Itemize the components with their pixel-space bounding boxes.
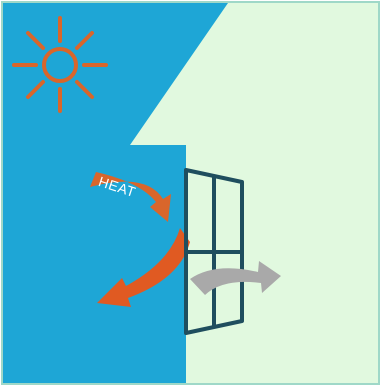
heat-window-diagram: HEAT: [0, 0, 381, 385]
